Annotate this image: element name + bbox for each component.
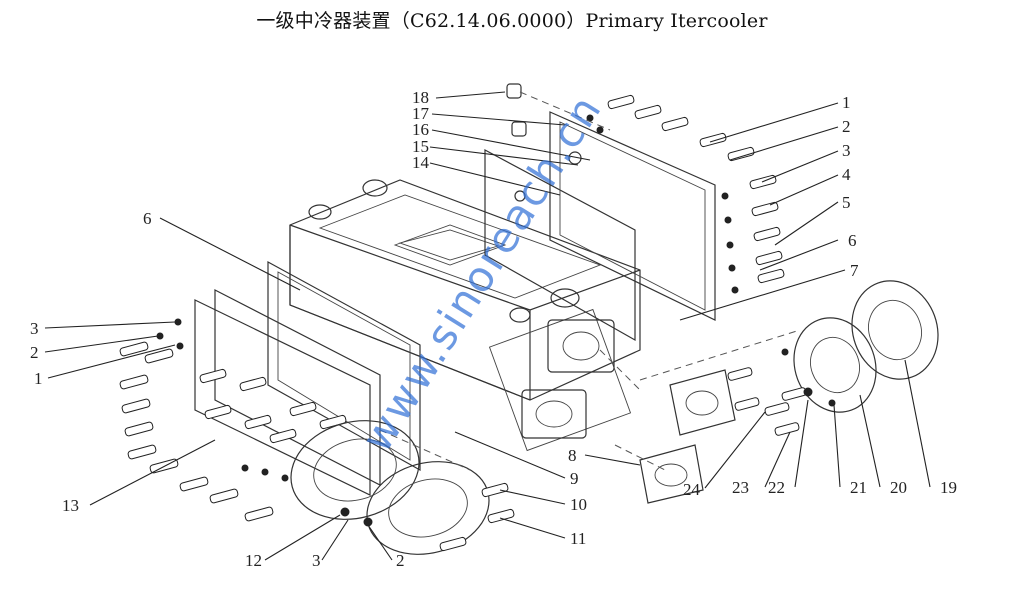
callout-23: 23 <box>732 478 749 497</box>
callout-2-bottom: 2 <box>396 551 405 570</box>
callout-3-right: 3 <box>842 141 851 160</box>
callout-2-right: 2 <box>842 117 851 136</box>
callout-3-left: 3 <box>30 319 39 338</box>
callout-22: 22 <box>768 478 785 497</box>
callout-12: 12 <box>245 551 262 570</box>
callout-19: 19 <box>940 478 957 497</box>
callout-20: 20 <box>890 478 907 497</box>
page-title: 一级中冷器装置（C62.14.06.0000）Primary Itercoole… <box>256 10 768 32</box>
assembly-axes <box>379 91 801 471</box>
watermark-text: www.sinoreach.cn <box>352 86 611 461</box>
callout-8: 8 <box>568 446 577 465</box>
callout-3-bottom: 3 <box>312 551 321 570</box>
callout-2-left: 2 <box>30 343 39 362</box>
callout-17: 17 <box>412 104 430 123</box>
callout-9: 9 <box>570 469 579 488</box>
callout-4: 4 <box>842 165 851 184</box>
callout-13: 13 <box>62 496 79 515</box>
callout-21: 21 <box>850 478 867 497</box>
callout-7: 7 <box>850 261 859 280</box>
right-bolt-array <box>586 94 785 294</box>
callout-5: 5 <box>842 193 851 212</box>
callout-14: 14 <box>412 153 430 172</box>
bottom-left-flanges <box>290 420 515 555</box>
top-plugs <box>506 83 582 202</box>
callout-11: 11 <box>570 529 586 548</box>
callout-18: 18 <box>412 88 429 107</box>
left-bolt-array <box>119 318 347 522</box>
leader-lines <box>44 91 931 561</box>
callout-10: 10 <box>570 495 587 514</box>
callout-15: 15 <box>412 137 429 156</box>
callout-6-right: 6 <box>848 231 857 250</box>
right-side-parts <box>639 280 939 504</box>
callout-1-left: 1 <box>34 369 43 388</box>
callout-24: 24 <box>683 480 701 499</box>
callout-labels: 1 2 3 4 5 6 7 6 18 17 16 15 14 3 2 1 13 … <box>30 88 957 570</box>
callout-6-left: 6 <box>143 209 152 228</box>
left-cover-assembly <box>119 260 421 522</box>
main-housing <box>289 179 641 452</box>
callout-1-right: 1 <box>842 93 851 112</box>
callout-16: 16 <box>412 120 429 139</box>
